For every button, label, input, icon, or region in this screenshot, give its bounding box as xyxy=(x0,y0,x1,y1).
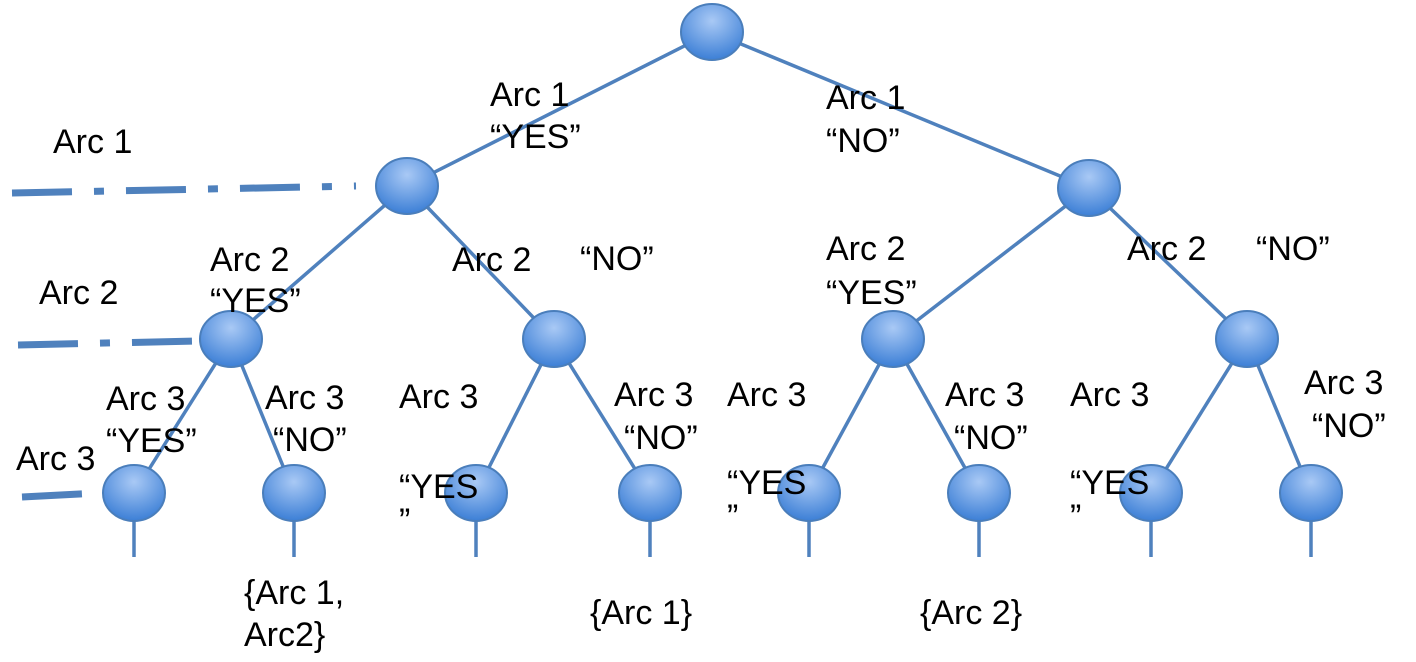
edge-l1-left-right xyxy=(405,184,556,341)
node-root xyxy=(680,3,744,61)
l3-5-label-line3: ” xyxy=(727,498,738,536)
level-label-3: Arc 3 xyxy=(16,440,95,478)
edge-l1-right-left xyxy=(891,186,1091,341)
l2-rl-label-line1: Arc 2 xyxy=(826,230,905,268)
l3-7-label-line3: ” xyxy=(1070,498,1081,536)
root-left-label-line1: Arc 1 xyxy=(490,76,569,114)
l3-8-label-line2: “NO” xyxy=(1312,407,1386,445)
level-guides xyxy=(11,182,357,501)
l2-rr-label-no: “NO” xyxy=(1256,230,1330,268)
l2-ll-label-line2: “YES” xyxy=(210,282,301,320)
l3-1-label-line1: Arc 3 xyxy=(106,380,185,418)
result-2: {Arc 1} xyxy=(590,594,692,632)
result-labels: {Arc 1, Arc2} {Arc 1} {Arc 2} xyxy=(244,574,1022,654)
l2-lr-label-no: “NO” xyxy=(580,240,654,278)
l3-1-label-line2: “YES” xyxy=(106,422,197,460)
edge-l1-left-left xyxy=(229,184,409,341)
l2-ll-label-line1: Arc 2 xyxy=(210,241,289,279)
level-labels: Arc 1 Arc 2 Arc 3 xyxy=(16,123,132,478)
node-l2-a xyxy=(199,310,263,368)
node-leaf-5 xyxy=(777,464,841,522)
node-l2-c xyxy=(861,310,925,368)
level-2-guide xyxy=(17,337,197,349)
node-l2-d xyxy=(1215,310,1279,368)
level-1-guide xyxy=(11,182,357,197)
level-label-2: Arc 2 xyxy=(39,274,118,312)
l3-6-label-line2: “NO” xyxy=(954,419,1028,457)
edge-labels: Arc 1 “YES” Arc 1 “NO” Arc 2 “YES” Arc 2… xyxy=(106,76,1386,540)
node-leaf-6 xyxy=(947,464,1011,522)
l3-5-label-line1: Arc 3 xyxy=(727,376,806,414)
node-leaf-1 xyxy=(102,464,166,522)
result-1-line2: Arc2} xyxy=(244,616,325,654)
node-leaf-7 xyxy=(1119,464,1183,522)
l2-lr-label-arc: Arc 2 xyxy=(452,241,531,279)
l3-7-label-line2: “YES xyxy=(1070,464,1149,502)
l3-4-label-line1: Arc 3 xyxy=(614,376,693,414)
root-left-label-line2: “YES” xyxy=(490,118,581,156)
node-l1-right xyxy=(1057,159,1121,217)
edge-l2-a-left xyxy=(132,338,233,494)
l3-3-label-line1: Arc 3 xyxy=(399,378,478,416)
edge-root-left xyxy=(406,30,713,188)
l3-2-label-line2: “NO” xyxy=(273,421,347,459)
node-leaf-3 xyxy=(444,464,508,522)
result-3: {Arc 2} xyxy=(920,594,1022,632)
l3-2-label-line1: Arc 3 xyxy=(265,379,344,417)
edge-l2-d-left xyxy=(1149,338,1249,494)
l3-5-label-line2: “YES xyxy=(727,464,806,502)
l3-4-label-line2: “NO” xyxy=(624,419,698,457)
edge-root-right xyxy=(711,30,1090,190)
level-label-1: Arc 1 xyxy=(53,123,132,161)
l3-8-label-line1: Arc 3 xyxy=(1304,364,1383,402)
l2-rl-label-line2: “YES” xyxy=(826,274,917,312)
root-right-label-line2: “NO” xyxy=(826,122,900,160)
edge-l2-b-right xyxy=(552,338,652,494)
level-3-guide xyxy=(21,489,101,501)
node-l1-left xyxy=(375,157,439,215)
node-l2-b xyxy=(522,310,586,368)
node-leaf-2 xyxy=(262,464,326,522)
edge-l1-right-right xyxy=(1087,186,1249,341)
l3-3-label-line3: ” xyxy=(399,502,410,540)
l3-3-label-line2: “YES xyxy=(399,468,478,506)
result-1-line1: {Arc 1, xyxy=(244,574,344,612)
tree-nodes xyxy=(102,3,1343,522)
l3-7-label-line1: Arc 3 xyxy=(1070,376,1149,414)
root-right-label-line1: Arc 1 xyxy=(826,79,905,117)
l3-6-label-line1: Arc 3 xyxy=(945,376,1024,414)
node-leaf-4 xyxy=(618,464,682,522)
l2-rr-label-arc: Arc 2 xyxy=(1127,230,1206,268)
node-leaf-8 xyxy=(1279,464,1343,522)
